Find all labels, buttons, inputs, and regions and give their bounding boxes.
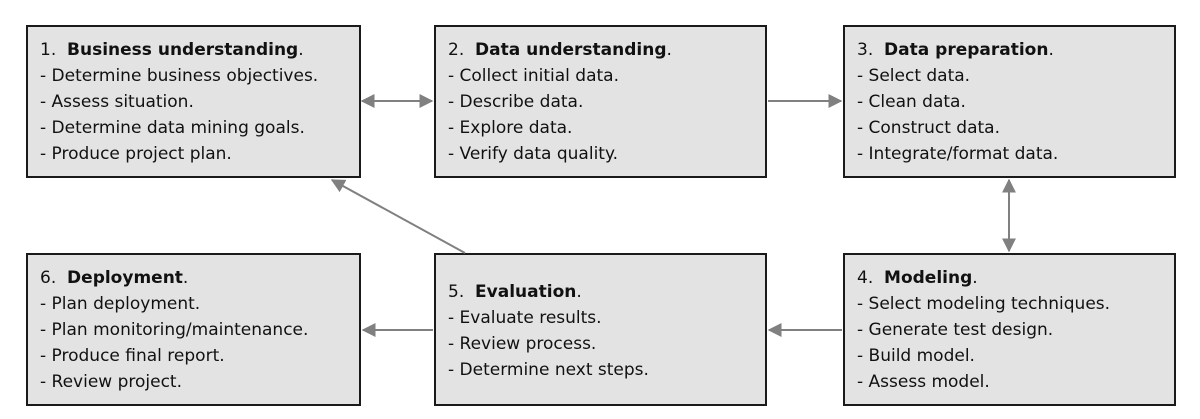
box-business-understanding: 1. Business understanding. - Determine b… — [26, 25, 361, 178]
list-item: - Clean data. — [857, 92, 966, 112]
box-title-name: Evaluation — [475, 282, 577, 302]
box-deployment: 6. Deployment. - Plan deployment. - Plan… — [26, 253, 361, 406]
box-title: 3. Data preparation. — [857, 40, 1054, 60]
box-data-preparation: 3. Data preparation. - Select data. - Cl… — [843, 25, 1176, 178]
list-item: - Select modeling techniques. — [857, 294, 1111, 314]
box-evaluation: 5. Evaluation. - Evaluate results. - Rev… — [434, 253, 767, 406]
box-title: 2. Data understanding. — [448, 40, 672, 60]
list-item: - Review project. — [40, 372, 183, 392]
list-item: - Collect initial data. — [448, 66, 619, 86]
box-data-understanding: 2. Data understanding. - Collect initial… — [434, 25, 767, 178]
list-item: - Evaluate results. — [448, 308, 602, 328]
list-item: - Produce project plan. — [40, 144, 232, 164]
list-item: - Describe data. — [448, 92, 584, 112]
box-title: 1. Business understanding. — [40, 40, 304, 60]
box-modeling: 4. Modeling. - Select modeling technique… — [843, 253, 1176, 406]
box-title: 5. Evaluation. — [448, 282, 582, 302]
box-title-name: Data understanding — [475, 40, 667, 60]
list-item: - Review process. — [448, 334, 597, 354]
box-title: 4. Modeling. — [857, 268, 978, 288]
list-item: - Verify data quality. — [448, 144, 618, 164]
list-item: - Produce final report. — [40, 346, 225, 366]
list-item: - Determine data mining goals. — [40, 118, 305, 138]
arrow-evaluation-business — [330, 179, 466, 254]
list-item: - Determine business objectives. — [40, 66, 319, 86]
list-item: - Generate test design. — [857, 320, 1054, 340]
list-item: - Plan deployment. — [40, 294, 201, 314]
list-item: - Plan monitoring/maintenance. — [40, 320, 309, 340]
list-item: - Explore data. — [448, 118, 573, 138]
box-title: 6. Deployment. — [40, 268, 189, 288]
list-item: - Integrate/format data. — [857, 144, 1059, 164]
box-title-name: Business understanding — [67, 40, 299, 60]
list-item: - Select data. — [857, 66, 971, 86]
list-item: - Construct data. — [857, 118, 1000, 138]
list-item: - Assess situation. — [40, 92, 194, 112]
list-item: - Assess model. — [857, 372, 990, 392]
list-item: - Determine next steps. — [448, 360, 649, 380]
box-title-name: Deployment — [67, 268, 183, 288]
list-item: - Build model. — [857, 346, 975, 366]
box-title-name: Data preparation — [884, 40, 1049, 60]
box-title-name: Modeling — [884, 268, 973, 288]
